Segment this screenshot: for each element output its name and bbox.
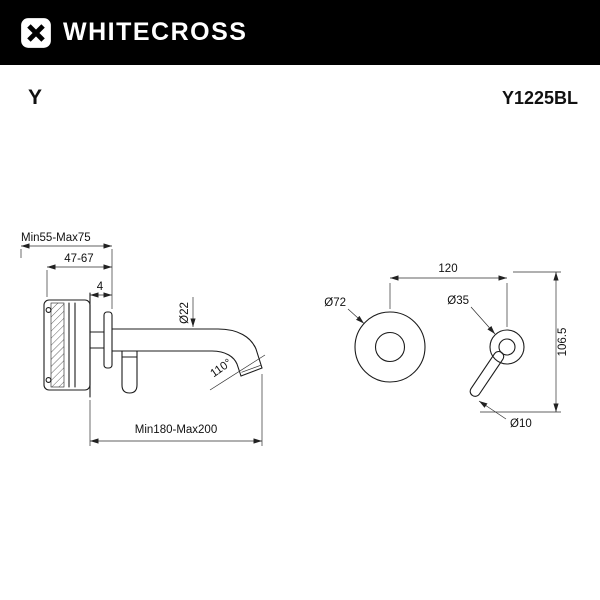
leader-line <box>347 308 365 324</box>
front-view: 120 Ø72 Ø35 106.5 Ø10 <box>324 263 569 430</box>
dim-plate-diameter: Ø72 <box>324 297 346 309</box>
dim-trim-projection: 47-67 <box>64 253 93 265</box>
spout-hole <box>374 331 406 363</box>
dim-lever-tip-diameter: Ø10 <box>510 418 532 430</box>
aerator-line <box>241 364 262 373</box>
dim-spout-angle: 110° <box>208 357 234 380</box>
escutcheon-front <box>354 311 426 383</box>
dim-handle-height: 106.5 <box>557 328 569 357</box>
leader-line <box>470 306 496 335</box>
spout-tip-face <box>240 367 263 377</box>
dim-spout-reach: Min180-Max200 <box>135 424 217 436</box>
dim-handle-diameter: Ø35 <box>447 295 469 307</box>
handle-lever-front <box>469 350 505 397</box>
escutcheon-side <box>103 311 113 369</box>
dim-spout-diameter: Ø22 <box>179 302 191 324</box>
spout-outline-top <box>111 328 263 369</box>
angle-reference-line <box>209 354 266 391</box>
handle-hub <box>498 338 516 356</box>
dim-plate-offset: 4 <box>97 281 104 293</box>
handle-lever-side <box>121 350 138 394</box>
wall-hatch <box>50 302 65 388</box>
whitecross-x-icon <box>21 17 51 48</box>
screw-hole <box>45 377 52 383</box>
brand-name: WHITECROSS <box>63 18 248 46</box>
header-bar: WHITECROSS <box>0 0 600 65</box>
dim-rough-in-depth: Min55-Max75 <box>21 232 91 244</box>
handle-rosette <box>489 329 525 365</box>
spout-outline-bottom <box>111 350 242 377</box>
series-label: Y <box>28 86 43 109</box>
screw-hole <box>45 307 52 313</box>
model-code: Y1225BL <box>501 88 578 108</box>
leader-line <box>478 400 507 420</box>
model-row: Y Y1225BL <box>28 86 578 110</box>
dim-center-distance: 120 <box>438 263 457 275</box>
side-view: Min55-Max75 47-67 4 Ø22 110° Min180-Max2… <box>20 232 266 446</box>
